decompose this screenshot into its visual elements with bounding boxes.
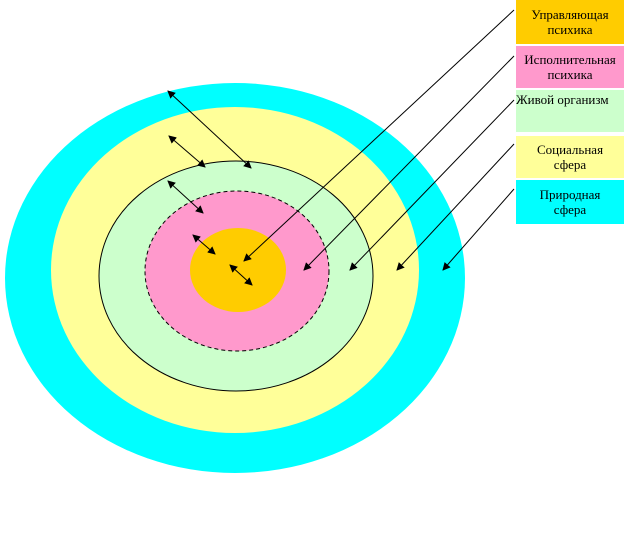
double-arrow-executive: [192, 234, 216, 255]
legend-controlling-psyche: Управляющая психика: [516, 0, 624, 44]
pointer-line-living-organism: [349, 99, 515, 271]
pointer-line-controlling-psyche: [243, 9, 515, 262]
legend-nature-sphere: Природная сфера: [516, 180, 624, 224]
legend-living-organism: Живой организм: [516, 90, 624, 132]
double-arrow-core: [229, 264, 253, 286]
pointer-line-social-sphere: [396, 143, 515, 271]
double-arrow-nature: [167, 90, 252, 169]
legend-executive-psyche: Исполнительная психика: [516, 46, 624, 88]
legend-social-sphere: Социальная сфера: [516, 136, 624, 178]
pointer-line-executive-psyche: [303, 55, 515, 271]
pointer-line-nature-sphere: [442, 188, 515, 271]
ring-controlling-psyche: [190, 228, 286, 312]
double-arrow-social: [168, 135, 206, 168]
double-arrow-organism: [167, 180, 204, 214]
